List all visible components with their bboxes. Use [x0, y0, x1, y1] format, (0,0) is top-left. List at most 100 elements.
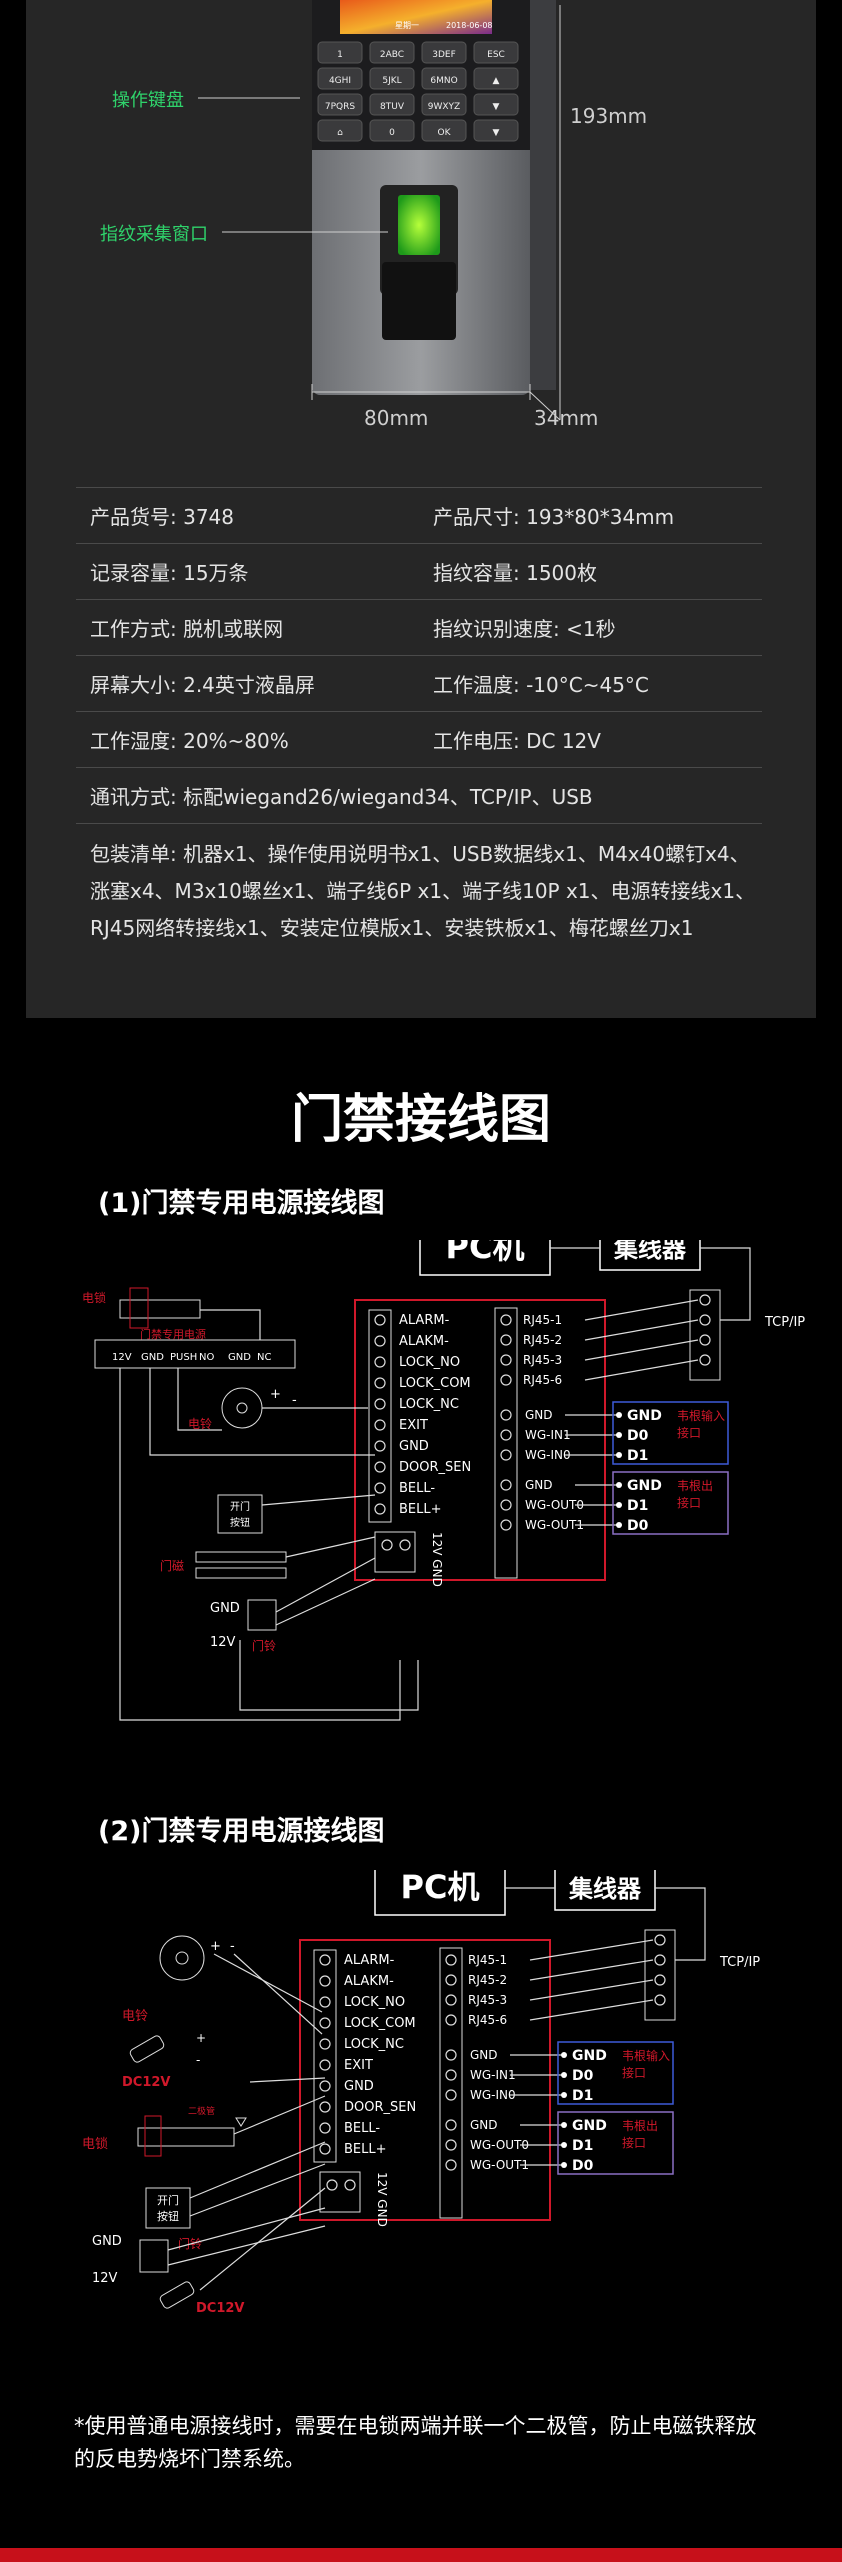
terminal	[319, 2038, 331, 2050]
terminal-block-right	[494, 1307, 518, 1579]
power-term: GND	[228, 1352, 251, 1363]
exit-button-label: 按钮	[230, 1516, 250, 1529]
terminal-block-left	[368, 1309, 392, 1523]
terminal	[445, 2159, 457, 2171]
callout-fingerprint: 指纹采集窗口	[100, 224, 208, 245]
lock-label: 电锁	[82, 1290, 106, 1305]
controller-board	[354, 1299, 606, 1581]
power-term: 12V	[112, 1352, 132, 1363]
keypad-key-label: 4GHI	[329, 76, 351, 86]
wg-in-label: WG-IN1	[525, 1428, 571, 1442]
keypad-key-label: ▼	[493, 102, 500, 112]
spec-comm: 通讯方式: 标配wiegand26/wiegand34、TCP/IP、USB	[90, 785, 593, 809]
terminal	[319, 1975, 331, 1987]
bottom-accent-bar	[0, 2548, 842, 2562]
fingerprint-sensor	[398, 195, 440, 255]
dc12-label: DC12V	[196, 2301, 244, 2316]
spec-cell: 指纹识别速度: <1秒	[433, 617, 616, 641]
spec-cell: 工作电压: DC 12V	[433, 729, 601, 753]
keypad-key-label: 2ABC	[380, 50, 404, 60]
v12-label: 12V	[210, 1635, 236, 1650]
terminal-label: LOCK_NO	[344, 1995, 405, 2010]
wire	[529, 1939, 654, 1961]
device-screen	[340, 0, 492, 34]
terminal	[374, 1461, 386, 1473]
exit-button-label: 开门	[230, 1500, 250, 1513]
wiring-panel	[26, 1018, 816, 2548]
rj45-label: RJ45-2	[468, 1973, 507, 1987]
spec-cell: 记录容量: 15万条	[90, 561, 249, 585]
wire	[199, 2187, 326, 2291]
screen-date: 2018-06-08	[446, 21, 493, 30]
wg-in-pin: D1	[572, 2088, 593, 2104]
wg-dot	[616, 1502, 622, 1508]
keypad-key	[317, 67, 363, 90]
wg-dot	[616, 1412, 622, 1418]
wire	[149, 1368, 375, 1456]
terminal-block-left	[313, 1949, 337, 2163]
doorbell-icon	[139, 2239, 169, 2273]
hub-label: 集线器	[568, 1875, 642, 1903]
terminal-label: DOOR_SEN	[399, 1460, 471, 1475]
rj45-label: RJ45-1	[523, 1313, 562, 1327]
section-title-2: (2)门禁专用电源接线图	[98, 1816, 385, 1847]
exit-button-icon	[145, 2187, 191, 2229]
wg-out-pin: D1	[627, 1498, 648, 1514]
terminal	[500, 1449, 512, 1461]
terminal	[319, 2059, 331, 2071]
wiring-diagram-1: PC机集线器TCP/IPALARM-ALAKM-LOCK_NOLOCK_COML…	[82, 1240, 805, 1721]
keypad-key	[421, 93, 467, 116]
terminal	[374, 1335, 386, 1347]
keypad-key	[473, 93, 519, 116]
wg-out-note: 韦根出	[677, 1479, 713, 1493]
terminal	[654, 1934, 666, 1946]
wire	[584, 1299, 699, 1321]
wg-out-label: GND	[525, 1478, 553, 1492]
spec-cell: 产品货号: 3748	[90, 505, 234, 529]
gnd-label: GND	[92, 2234, 122, 2249]
rj45-label: RJ45-2	[523, 1333, 562, 1347]
rj45-label: RJ45-3	[468, 1993, 507, 2007]
terminal	[319, 2122, 331, 2134]
v12-label: 12V	[92, 2271, 118, 2286]
wire	[119, 1368, 401, 1721]
wg-out-pin: D0	[627, 1518, 649, 1534]
lock-bolt-icon	[144, 2115, 162, 2157]
terminal	[374, 1356, 386, 1368]
terminal	[319, 2017, 331, 2029]
keypad-key-label: ▼	[493, 128, 500, 138]
terminal	[399, 1539, 411, 1551]
hub-box	[599, 1240, 701, 1271]
keypad-key	[421, 67, 467, 90]
terminal-label: BELL-	[399, 1481, 435, 1496]
dc-supply-icon	[129, 2035, 165, 2063]
terminal	[319, 1996, 331, 2008]
wg-in-pin: D1	[627, 1448, 648, 1464]
spec-table: 产品货号: 3748 产品尺寸: 193*80*34mm 记录容量: 15万条 …	[76, 487, 762, 947]
wire	[189, 2163, 326, 2217]
terminal	[500, 1314, 512, 1326]
package-line: 包装清单: 机器x1、操作使用说明书x1、USB数据线x1、M4x40螺钉x4、	[90, 842, 750, 866]
terminal	[500, 1479, 512, 1491]
exit-button-label: 按钮	[157, 2209, 179, 2223]
wire	[213, 1953, 323, 2013]
keypad-key	[473, 41, 519, 64]
keypad-key	[473, 119, 519, 142]
terminal	[500, 1519, 512, 1531]
rj45-label: RJ45-6	[468, 2013, 507, 2027]
terminal-label: LOCK_NO	[399, 1355, 460, 1370]
terminal	[326, 2179, 338, 2191]
bell-minus: -	[230, 1939, 235, 1954]
lock-bolt-icon	[129, 1287, 149, 1329]
terminal	[374, 1314, 386, 1326]
terminal-label: LOCK_NC	[344, 2037, 404, 2052]
spec-row: 通讯方式: 标配wiegand26/wiegand34、TCP/IP、USB	[76, 767, 762, 823]
keypad-key	[317, 41, 363, 64]
wg-in-label: WG-IN1	[470, 2068, 516, 2082]
wiring-note: *使用普通电源接线时，需要在电锁两端并联一个二极管，防止电磁铁释放的反电势烧坏门…	[74, 2414, 757, 2471]
pc-label: PC机	[446, 1240, 525, 1266]
wire	[239, 1640, 419, 1711]
spec-cell: 工作湿度: 20%~80%	[90, 729, 289, 753]
terminal	[500, 1354, 512, 1366]
